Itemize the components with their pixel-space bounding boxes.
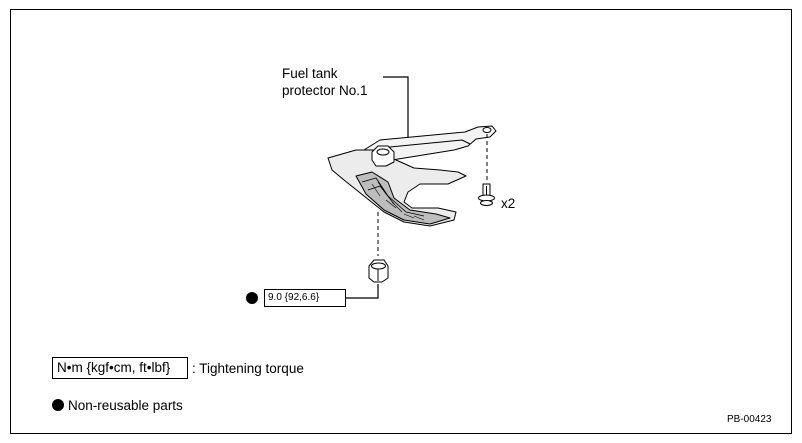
nonreusable-legend-text: Non-reusable parts bbox=[68, 398, 183, 413]
legend-nonreusable-icon bbox=[52, 399, 64, 411]
part-name-line1: Fuel tank bbox=[282, 66, 338, 81]
torque-spec-box: 9.0 {92,6.6} bbox=[264, 289, 346, 307]
torque-legend-text: : Tightening torque bbox=[192, 361, 304, 376]
nut-part bbox=[368, 259, 389, 283]
figure-code: PB-00423 bbox=[727, 414, 772, 425]
torque-leader-line bbox=[346, 284, 379, 299]
nonreusable-marker-icon bbox=[246, 292, 258, 304]
part-leader-line bbox=[383, 76, 409, 139]
fuel-tank-protector-part bbox=[327, 125, 497, 227]
unit-legend-box: N•m {kgf•cm, ft•lbf} bbox=[52, 357, 188, 379]
quantity-label: x2 bbox=[501, 196, 516, 211]
diagram-frame bbox=[10, 9, 792, 434]
part-name-line2: protector No.1 bbox=[282, 83, 368, 98]
clip-part bbox=[478, 183, 495, 206]
